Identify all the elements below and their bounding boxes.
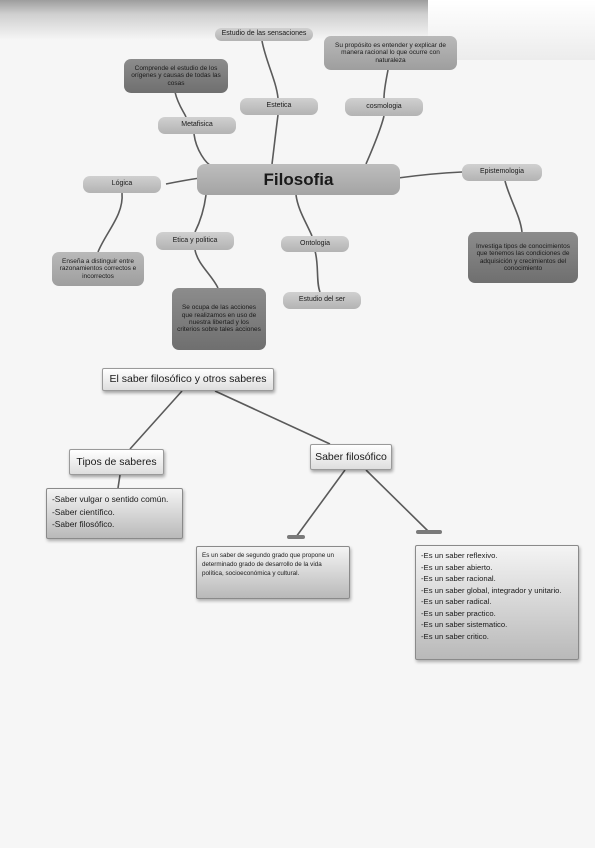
list-item: -Saber vulgar o sentido común. xyxy=(52,494,169,504)
node-logica: Lógica xyxy=(83,176,161,193)
list-item: -Saber científico. xyxy=(52,506,115,517)
link-epist-investiga xyxy=(504,180,523,233)
link-comprende-metafisica xyxy=(174,91,187,118)
list-item: -Es un saber racional. xyxy=(421,574,496,583)
link-estudio-estetica xyxy=(261,40,279,99)
box-definicion: Es un saber de segundo grado que propone… xyxy=(196,546,350,599)
link-central-etica xyxy=(194,194,207,233)
link-metafisica-central xyxy=(193,133,213,167)
connector-tag-right xyxy=(416,530,442,534)
connector-tag-left xyxy=(287,535,305,539)
node-tipos-saberes: Tipos de saberes xyxy=(69,449,164,475)
list-tipos-saberes: -Saber vulgar o sentido común. -Saber ci… xyxy=(46,488,183,539)
list-item: -Saber filosófico. xyxy=(52,519,115,529)
link-logica-ensena xyxy=(97,192,123,253)
link-ontologia-estudio xyxy=(314,250,321,293)
list-item: -Es un saber global, integrador y unitar… xyxy=(421,585,562,595)
node-proposito: Su propósito es entender y explicar de m… xyxy=(324,36,457,70)
link-tipos-items xyxy=(117,474,121,489)
node-saber-filosofico: Saber filosófico xyxy=(310,444,392,470)
list-item: -Es un saber critico. xyxy=(421,631,489,641)
node-epistemologia: Epistemologia xyxy=(462,164,542,181)
link-logica-central xyxy=(165,177,201,185)
list-item: -Es un saber abierto. xyxy=(421,562,493,572)
link-proposito-cosmologia xyxy=(383,69,389,99)
node-ontologia: Ontologia xyxy=(281,236,349,252)
link-estetica-central xyxy=(271,114,279,165)
list-item: -Es un saber sistematico. xyxy=(421,620,508,629)
node-investiga: Investiga tipos de conocimientos que ten… xyxy=(468,232,578,283)
link-etica-ocupa xyxy=(194,249,219,289)
node-estudio-sensaciones: Estudio de las sensaciones xyxy=(215,28,313,41)
link-cosmologia-central xyxy=(365,115,385,165)
node-estudio-ser: Estudio del ser xyxy=(283,292,361,309)
list-caracteristicas: -Es un saber reflexivo. -Es un saber abi… xyxy=(415,545,579,660)
link-central-ontologia xyxy=(295,194,313,237)
node-cosmologia: cosmologia xyxy=(345,98,423,116)
link-saber-car xyxy=(365,469,429,532)
link-saber-def xyxy=(295,469,346,538)
node-ensena: Enseña a distinguir entre razonamientos … xyxy=(52,252,144,286)
node-comprende: Comprende el estudio de los orígenes y c… xyxy=(124,59,228,93)
node-filosofia: Filosofia xyxy=(197,164,400,195)
node-estetica: Estetica xyxy=(240,98,318,115)
node-metafisica: Metafisica xyxy=(158,117,236,134)
definicion-text: Es un saber de segundo grado que propone… xyxy=(202,552,334,577)
node-etica-politica: Etica y politica xyxy=(156,232,234,250)
list-item: -Es un saber reflexivo. xyxy=(421,551,498,560)
list-item: -Es un saber practico. xyxy=(421,608,496,618)
node-saber-root: El saber filosófico y otros saberes xyxy=(102,368,274,391)
list-item: -Es un saber radical. xyxy=(421,597,492,606)
node-ocupa: Se ocupa de las acciones que realizamos … xyxy=(172,288,266,350)
link-central-epistemologia xyxy=(397,171,463,179)
link-root-saber xyxy=(214,390,331,445)
link-root-tipos xyxy=(129,390,183,450)
